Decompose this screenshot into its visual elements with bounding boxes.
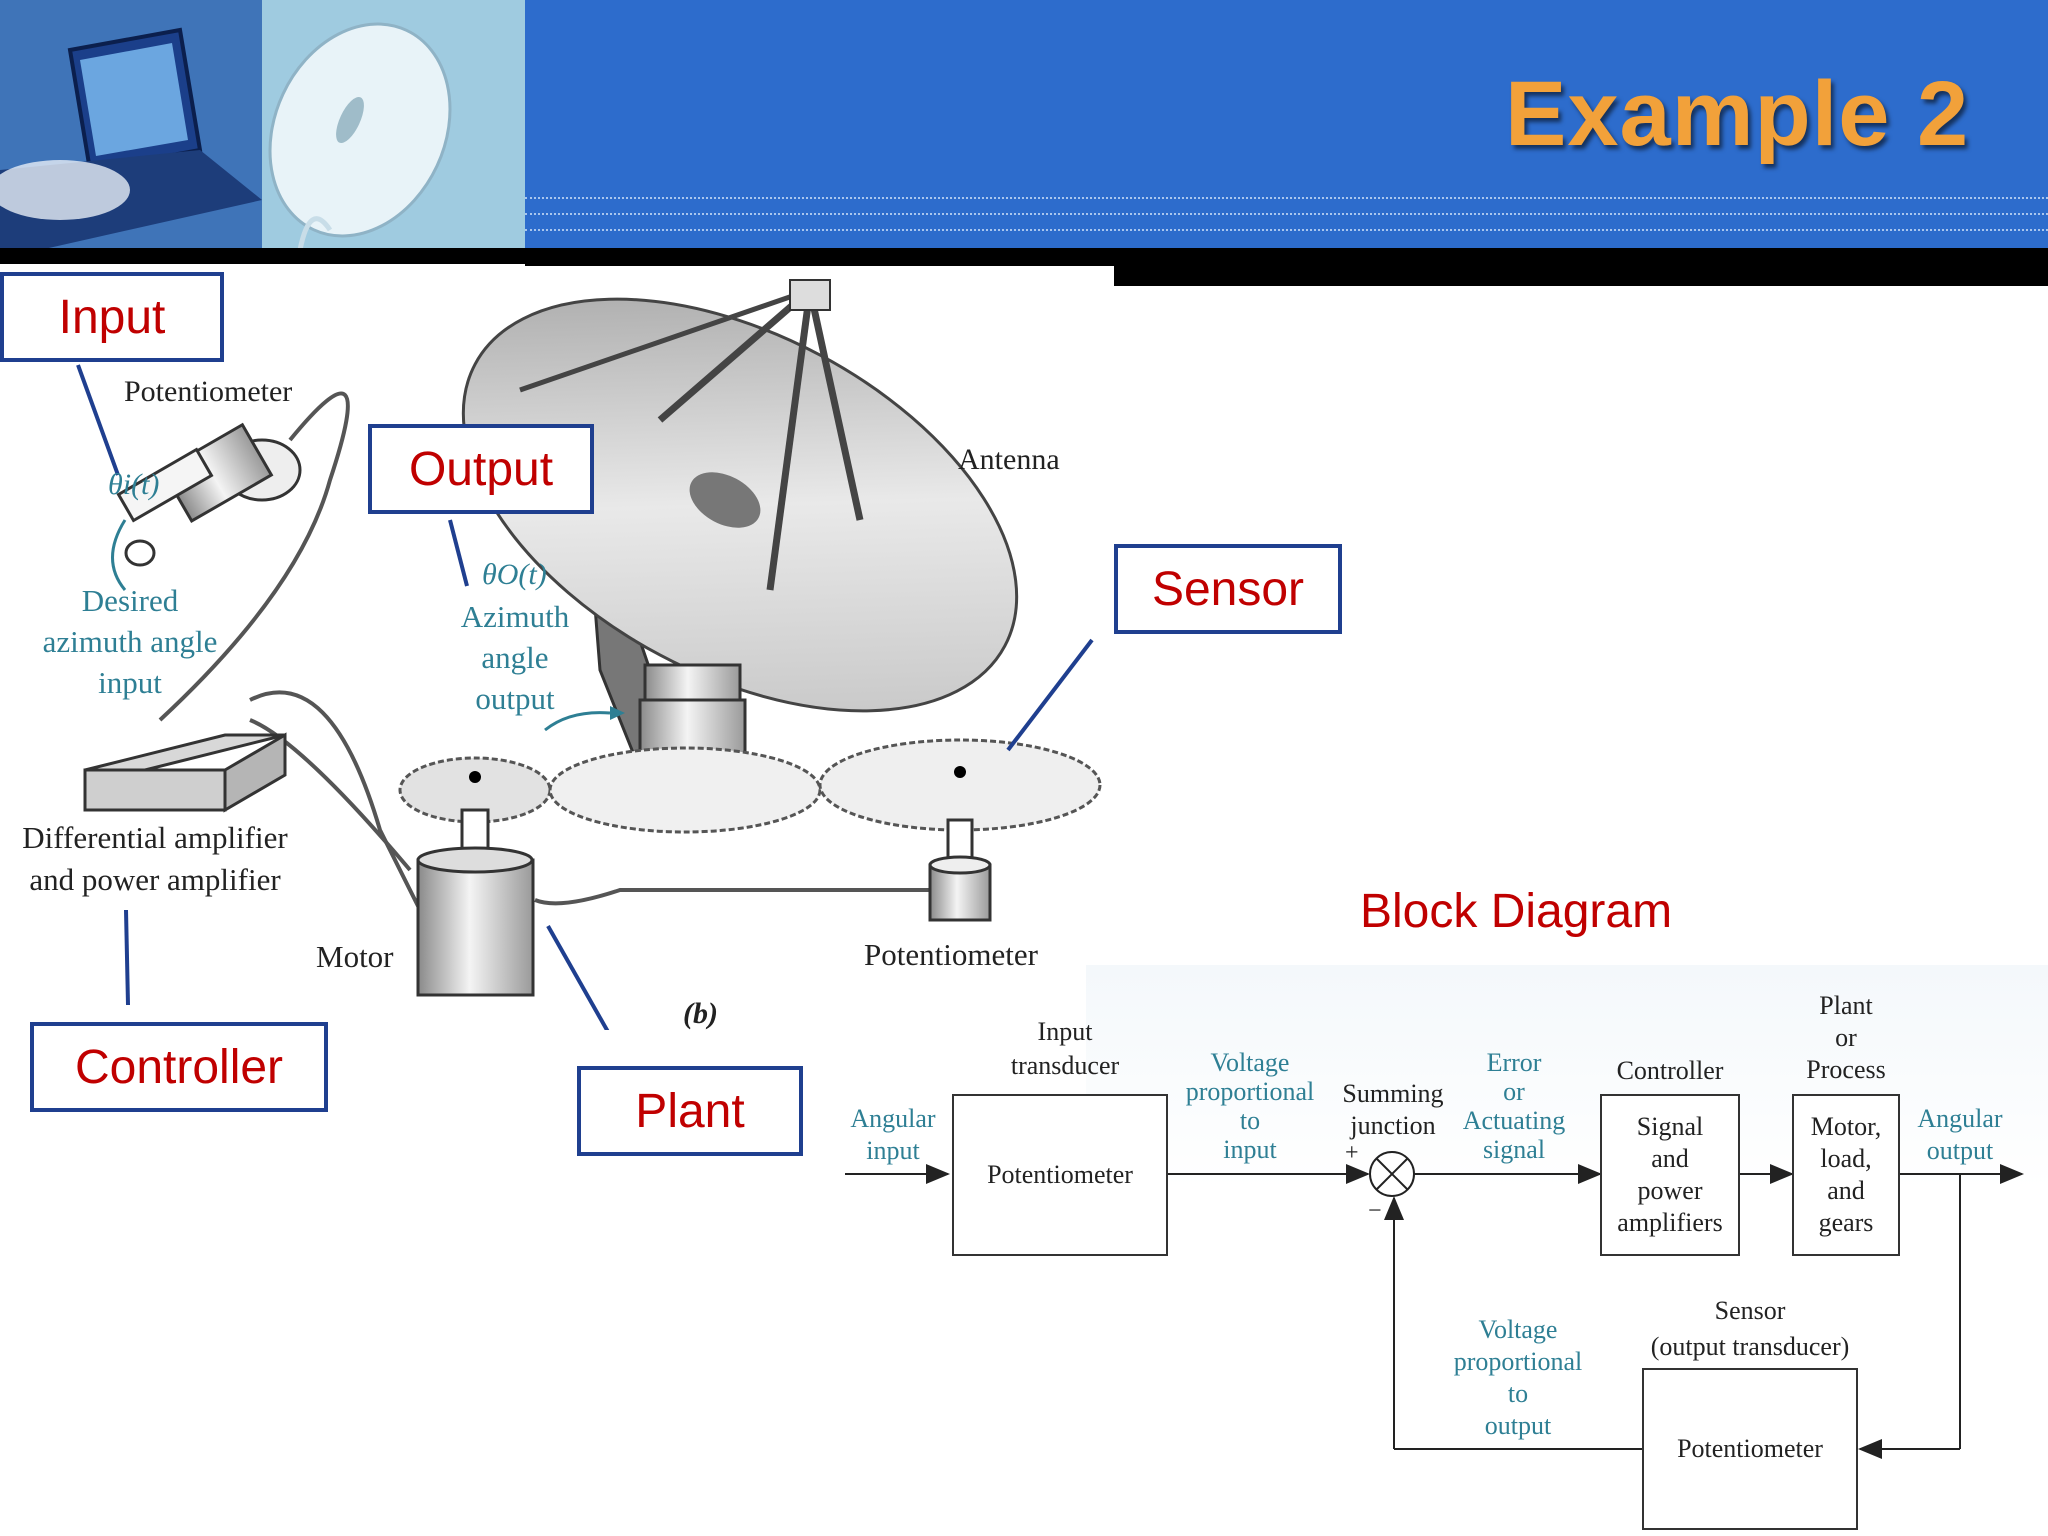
azimuth-output-label: Azimuth angle output xyxy=(460,599,570,716)
input-callout: Input xyxy=(0,272,224,362)
sensor-block: Potentiometer xyxy=(1642,1368,1858,1530)
sensor-callout: Sensor xyxy=(1114,544,1342,634)
controller-block: Signal and power amplifiers xyxy=(1600,1094,1740,1256)
voltage-input-label: Voltage proportional to input xyxy=(1185,1048,1315,1164)
input-potentiometer-label: Potentiometer xyxy=(124,375,293,408)
header-dotted-line xyxy=(525,213,2048,215)
gears xyxy=(398,706,1102,834)
input-transducer-block: Potentiometer xyxy=(952,1094,1168,1256)
block-diagram-wiring xyxy=(845,1151,2024,1459)
output-potentiometer-label: Potentiometer xyxy=(864,937,1038,972)
header-dotted-line xyxy=(525,197,2048,199)
plus-sign: + xyxy=(1345,1140,1359,1166)
antenna-dish xyxy=(461,279,1019,802)
slide-title: Example 2 xyxy=(1505,63,1970,165)
angular-input-label: Angular input xyxy=(850,1104,936,1165)
theta-i-label: θi(t) xyxy=(108,468,160,501)
input-potentiometer xyxy=(111,422,302,591)
antenna-illustration xyxy=(76,279,1102,1030)
block-diagram-title: Block Diagram xyxy=(1360,885,1673,938)
angular-output-label: Angular output xyxy=(1917,1104,2003,1165)
error-signal-label: Error or Actuating signal xyxy=(1462,1048,1566,1164)
output-callout: Output xyxy=(368,424,594,514)
controller-label: Controller xyxy=(1616,1056,1724,1085)
header-dotted-line xyxy=(525,229,2048,231)
amplifier-box xyxy=(83,732,287,813)
input-transducer-label: Input transducer xyxy=(1010,1017,1120,1080)
plant-label: Plant or Process xyxy=(1806,991,1886,1084)
voltage-output-label: Voltage proportional to output xyxy=(1453,1315,1583,1440)
output-potentiometer xyxy=(928,818,992,922)
sensor-label: Sensor (output transducer) xyxy=(1650,1296,1850,1361)
header-notch xyxy=(0,264,525,270)
header-divider xyxy=(0,248,2048,266)
header-photo xyxy=(0,0,525,251)
antenna-label: Antenna xyxy=(958,443,1060,476)
theta-o-label: θO(t) xyxy=(482,558,547,591)
figure-label: (b) xyxy=(683,997,718,1030)
motor-label: Motor xyxy=(316,939,394,974)
plant-callout: Plant xyxy=(577,1066,803,1156)
desired-input-label: Desired azimuth angle input xyxy=(42,583,218,700)
laptop-and-mouse-image xyxy=(0,0,525,251)
summing-junction-label: Summing junction xyxy=(1342,1079,1444,1140)
motor xyxy=(416,808,535,997)
amplifier-label: Differential amplifier and power amplifi… xyxy=(22,820,288,897)
plant-block: Motor, load, and gears xyxy=(1792,1094,1900,1256)
header-divider-right xyxy=(1114,262,2048,286)
controller-callout: Controller xyxy=(30,1022,328,1112)
minus-sign: − xyxy=(1368,1198,1382,1224)
